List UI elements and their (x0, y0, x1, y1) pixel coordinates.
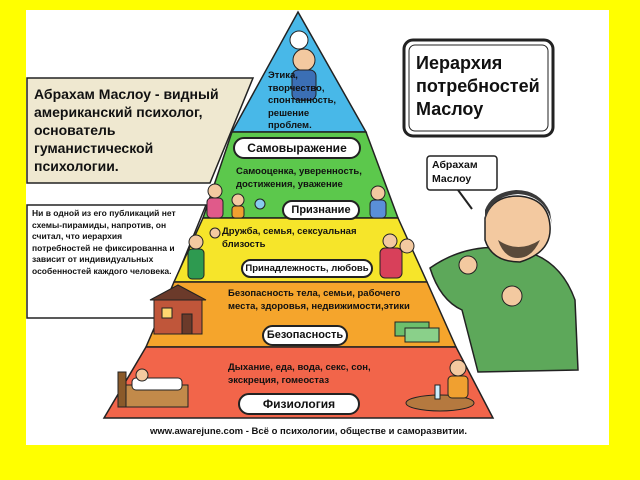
speech-bubble-text: Абрахам Маслоу (432, 159, 478, 185)
title-box (402, 38, 555, 138)
tier-3-label: Принадлежность, любовь (241, 259, 373, 278)
tier-2-label: Признание (282, 200, 360, 220)
eating-illustration (405, 359, 475, 412)
bed-illustration (117, 368, 189, 408)
family-illustration (187, 227, 415, 280)
maslow-figure (429, 190, 579, 373)
thinker-illustration (289, 30, 317, 101)
bio-text: Абрахам Маслоу - видный американский пси… (34, 86, 219, 174)
tier-5-label: Физиология (238, 393, 360, 415)
tier-2-description: Самооценка, уверенность, достижения, ува… (236, 166, 362, 190)
tier-1-label: Самовыражение (233, 137, 361, 159)
money-illustration (394, 321, 440, 343)
diagram-title: Иерархия потребностей Маслоу (416, 53, 540, 119)
tier-3-description: Дружба, семья, сексуальная близость (222, 226, 357, 250)
tier-5-description: Дыхание, еда, вода, секс, сон, экскреция… (228, 362, 371, 386)
esteem-illustration (206, 183, 387, 219)
bio-panel (26, 77, 255, 184)
footer-credit: www.awarejune.com - Всё о психологии, об… (150, 426, 468, 437)
note-text: Ни в одной из его публикаций нет схемы-п… (32, 208, 176, 276)
tier-1-description: Этика, творчество, спонтанность, решение… (268, 70, 337, 131)
speech-bubble (426, 155, 498, 191)
house-illustration (149, 284, 207, 335)
tier-4-description: Безопасность тела, семьи, рабочего места… (228, 288, 410, 312)
tier-4-label: Безопасность (262, 325, 348, 346)
